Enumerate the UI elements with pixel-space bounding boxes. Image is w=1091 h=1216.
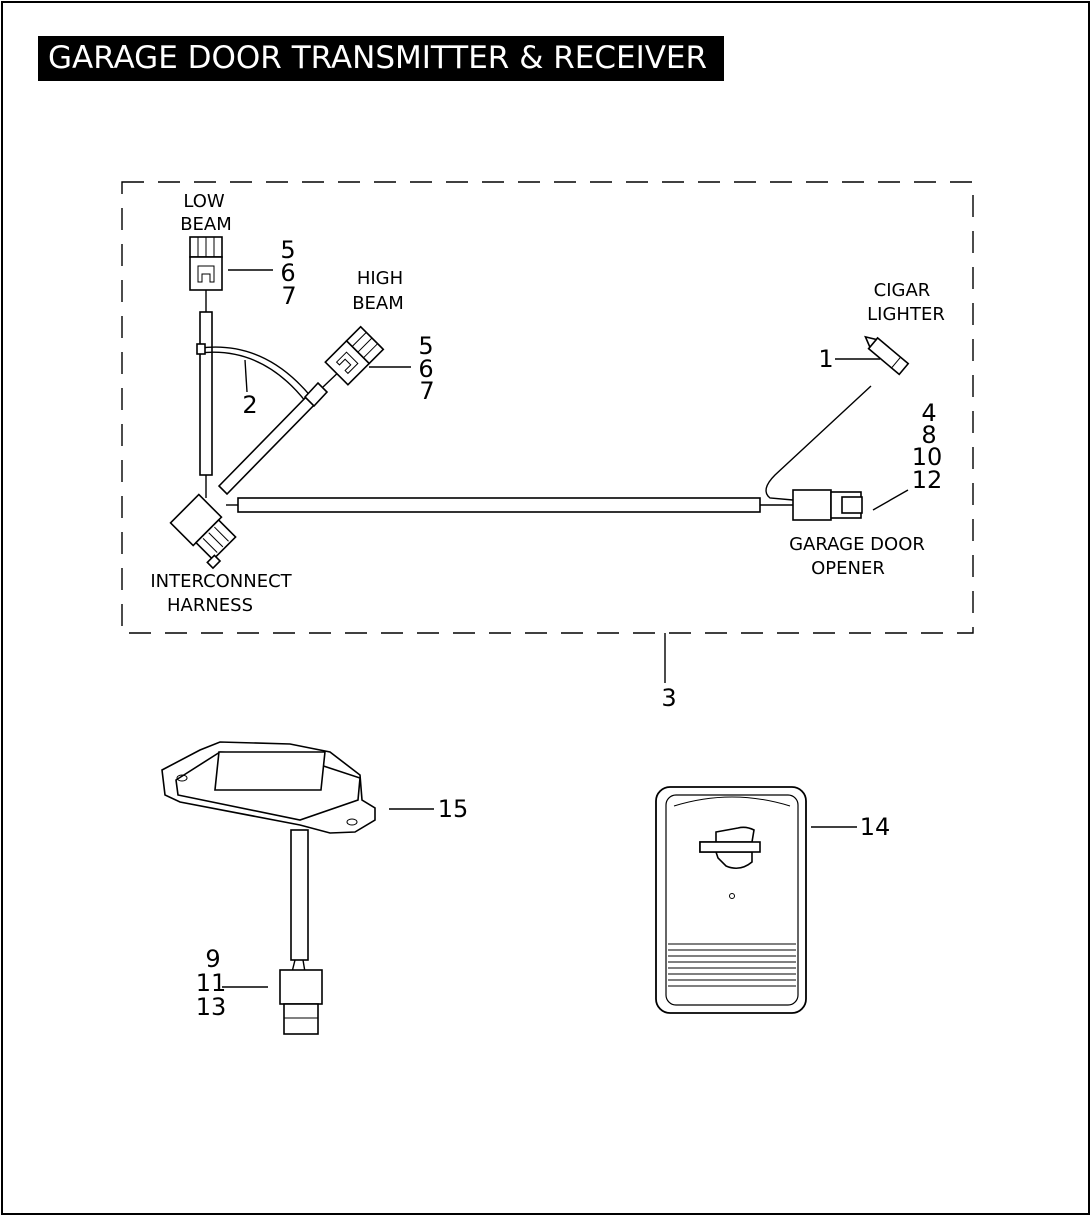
callout-low-beam-6: 6: [280, 259, 295, 287]
callout-opener-8: 8: [921, 421, 936, 449]
interconnect-harness-label-line1: INTERCONNECT: [150, 571, 292, 592]
high-beam-label-line1: HIGH: [357, 268, 403, 289]
kit-boundary: [121, 181, 974, 634]
receiver-module-drawing: [161, 741, 376, 1035]
callout-low-beam-7: 7: [281, 282, 296, 310]
garage-door-opener-label-line2: OPENER: [811, 558, 885, 579]
interconnect-harness-label-line2: HARNESS: [167, 595, 253, 616]
callout-high-beam-5: 5: [418, 332, 433, 360]
garage-door-opener-label-line1: GARAGE DOOR: [789, 534, 925, 555]
leader-lines: [222, 269, 909, 988]
callout-branch: 2: [242, 391, 257, 419]
low-beam-label-line1: LOW: [183, 191, 225, 212]
transmitter-drawing: [655, 786, 807, 1014]
callout-receiver-plug-13: 13: [196, 993, 227, 1021]
interconnect-harness-drawing: [169, 236, 910, 570]
callout-opener-4: 4: [921, 399, 936, 427]
cigar-lighter-label-line2: LIGHTER: [867, 304, 945, 325]
callout-opener-12: 12: [912, 466, 943, 494]
callout-high-beam-7: 7: [419, 377, 434, 405]
page-title: GARAGE DOOR TRANSMITTER & RECEIVER: [38, 36, 724, 81]
callout-opener-10: 10: [912, 443, 943, 471]
high-beam-label-line2: BEAM: [352, 293, 404, 314]
callout-receiver-plug-9: 9: [205, 945, 220, 973]
callout-transmitter: 14: [860, 813, 891, 841]
callout-low-beam-5: 5: [280, 236, 295, 264]
callout-high-beam-6: 6: [418, 355, 433, 383]
cigar-lighter-label-line1: CIGAR: [874, 280, 931, 301]
callout-receiver-plug-11: 11: [196, 969, 227, 997]
callout-kit: 3: [661, 684, 676, 712]
low-beam-label-line2: BEAM: [180, 214, 232, 235]
callout-receiver: 15: [438, 795, 469, 823]
callout-cigar-lighter: 1: [818, 345, 833, 373]
